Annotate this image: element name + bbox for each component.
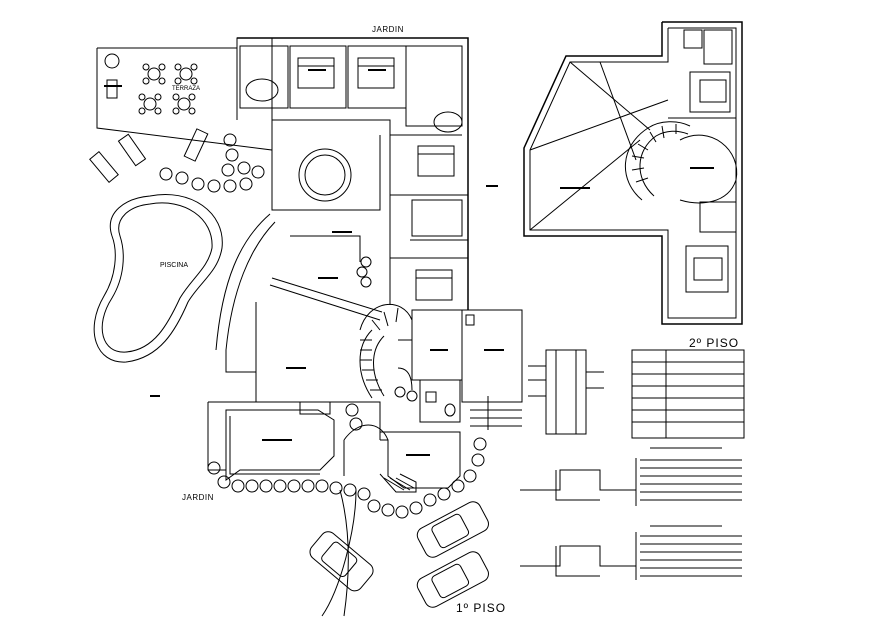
spiral-staircase-2: [625, 121, 691, 201]
spiral-staircase-1: [359, 304, 413, 399]
garden-bushes-bottom: [207, 256, 487, 519]
entry-steps: [470, 396, 522, 430]
finishes-schedule-table: [631, 349, 745, 439]
sun-loungers: [89, 128, 209, 184]
second-floor-plan: [523, 21, 743, 325]
terrace-label: TERRAZA: [172, 86, 201, 92]
second-floor-title: 2º PISO: [689, 336, 740, 350]
electrical-diagram-2: [520, 525, 742, 580]
terrace-area: [89, 37, 273, 193]
electrical-diagram-1: [520, 447, 742, 506]
garden-bushes-terrace: [159, 133, 265, 193]
room-tag-marks: [104, 69, 714, 456]
garden-label-top: JARDIN: [372, 25, 404, 34]
swimming-pool: [93, 194, 223, 363]
garage-ramp: [379, 473, 417, 493]
first-floor-title: 1º PISO: [456, 601, 507, 615]
terrace-tables: [138, 63, 198, 115]
parked-cars: [309, 501, 489, 608]
pool-label: PISCINA: [160, 262, 189, 269]
garden-label-bottom: JARDIN: [182, 493, 214, 502]
wall-section-detail: [528, 349, 604, 435]
first-floor-plan: [207, 37, 523, 617]
